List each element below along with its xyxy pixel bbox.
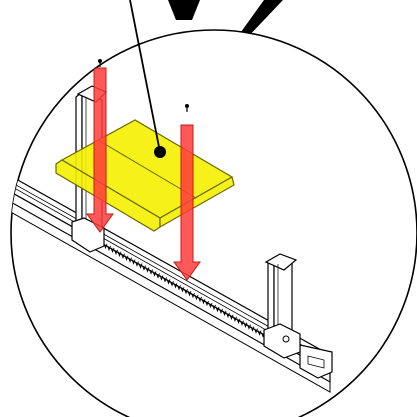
down-arrow-icon: [86, 67, 114, 233]
down-arrow-icon: [173, 124, 201, 281]
right-post: [263, 253, 301, 359]
leader-lines: [129, 0, 166, 158]
load-arrows: [86, 67, 201, 281]
rail-end-profile: [299, 344, 333, 379]
panel-right-lip: [159, 176, 235, 229]
right-post-bolt: [282, 335, 290, 343]
detail-circle: [10, 29, 417, 417]
top-wedge-left: [168, 0, 200, 20]
marker-dot-right: [185, 104, 189, 108]
rail-end-slot: [307, 355, 325, 369]
panel-rib: [97, 139, 197, 199]
right-post-foot: [263, 323, 301, 359]
arrow-markers: [98, 59, 189, 112]
filled-dot-icon: [154, 146, 166, 158]
marker-dot-left: [98, 59, 102, 63]
leader-line-panel: [129, 0, 161, 153]
